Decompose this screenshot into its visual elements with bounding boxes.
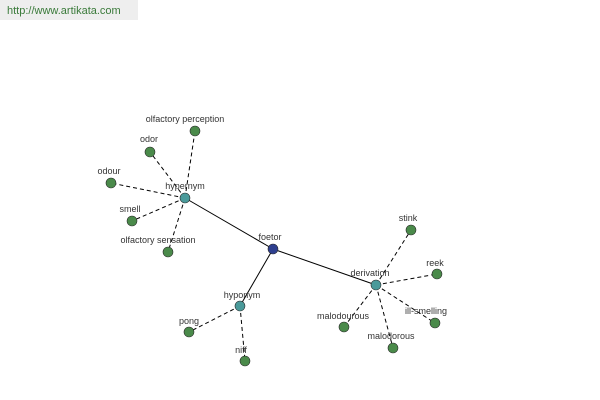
edge-hyponym-niff: [239, 305, 246, 362]
labels-layer: foetor hypernym derivation hyponym olfactory…: [97, 114, 447, 355]
label-stink: stink: [399, 213, 418, 223]
edge-hypernym-olfactory-sensation: [167, 197, 186, 253]
edge-foetor-hypernym: [184, 197, 274, 250]
label-odour: odour: [97, 166, 120, 176]
node-odour[interactable]: [105, 177, 117, 189]
edge-derivation-ill-smelling: [375, 284, 436, 324]
node-olfactory-sensation[interactable]: [162, 246, 174, 258]
edge-hypernym-smell: [131, 197, 186, 222]
edge-derivation-malodourous: [343, 284, 377, 328]
label-hypernym: hypernym: [165, 181, 205, 191]
label-pong: pong: [179, 316, 199, 326]
nodes-layer: [105, 125, 443, 367]
edge-foetor-derivation: [272, 248, 377, 286]
node-hyponym[interactable]: [234, 300, 246, 312]
edge-hypernym-olfactory-perception: [184, 130, 196, 199]
node-smell[interactable]: [126, 215, 138, 227]
edges-layer: [110, 130, 438, 362]
node-niff[interactable]: [239, 355, 251, 367]
node-olfactory-perception[interactable]: [189, 125, 201, 137]
node-odor[interactable]: [144, 146, 156, 158]
edge-hypernym-odor: [149, 151, 186, 199]
edge-hyponym-pong: [188, 305, 241, 333]
node-foetor[interactable]: [267, 243, 279, 255]
node-stink[interactable]: [405, 224, 417, 236]
label-olfactory-perception: olfactory perception: [146, 114, 225, 124]
label-odor: odor: [140, 134, 158, 144]
edge-foetor-hyponym: [239, 248, 274, 307]
node-malodorous[interactable]: [387, 342, 399, 354]
edge-derivation-malodorous: [375, 284, 394, 349]
label-smell: smell: [119, 204, 140, 214]
node-hypernym[interactable]: [179, 192, 191, 204]
label-hyponym: hyponym: [224, 290, 261, 300]
label-reek: reek: [426, 258, 444, 268]
label-malodorous: malodorous: [367, 331, 415, 341]
node-ill-smelling[interactable]: [429, 317, 441, 329]
label-olfactory-sensation: olfactory sensation: [120, 235, 195, 245]
node-reek[interactable]: [431, 268, 443, 280]
watermark-bar: http://www.artikata.com: [0, 0, 138, 20]
edge-derivation-reek: [375, 273, 438, 286]
edge-derivation-stink: [375, 229, 412, 286]
label-ill-smelling: ill-smelling: [405, 306, 447, 316]
node-malodourous[interactable]: [338, 321, 350, 333]
node-pong[interactable]: [183, 326, 195, 338]
label-malodourous: malodourous: [317, 311, 370, 321]
label-foetor: foetor: [258, 232, 281, 242]
node-derivation[interactable]: [370, 279, 382, 291]
label-niff: niff: [235, 345, 247, 355]
label-derivation: derivation: [350, 268, 389, 278]
edge-hypernym-odour: [110, 182, 186, 199]
watermark-url[interactable]: http://www.artikata.com: [7, 5, 121, 17]
